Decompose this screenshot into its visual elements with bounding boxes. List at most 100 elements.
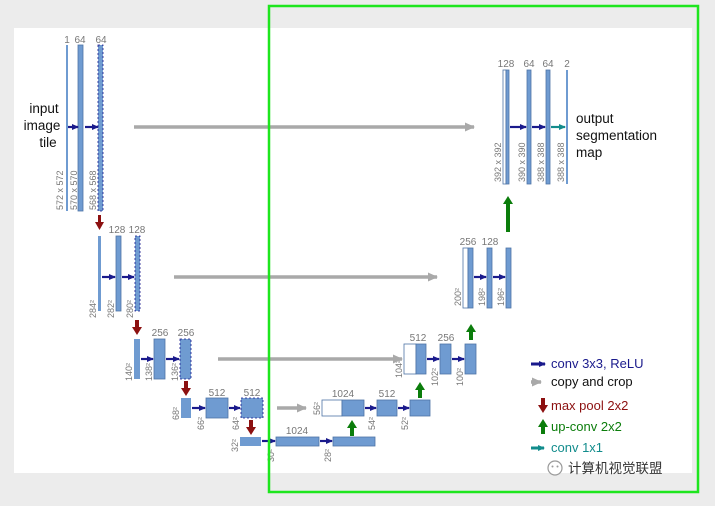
dec4-conv1-block <box>376 399 398 417</box>
bottom-pooled-bar <box>240 437 261 446</box>
dec4-size-2: 54² <box>367 417 377 430</box>
enc1-channel-1: 1 <box>64 35 70 46</box>
dec1-size-3: 388 x 388 <box>536 142 546 182</box>
enc4-pooled-bar <box>181 398 191 418</box>
enc2-conv1-block <box>115 235 122 312</box>
input-label-line3: tile <box>39 135 56 150</box>
enc1-channel-3: 64 <box>95 35 107 46</box>
pool-arrow-4 <box>246 420 256 435</box>
dec3-size-1: 104² <box>394 360 404 378</box>
dec2-copy-block <box>462 247 469 309</box>
upconv-arrow-3 <box>466 324 476 340</box>
dec4-copy-block <box>321 399 343 417</box>
dec1-channel-2: 64 <box>523 59 535 70</box>
dec2-conv1-block <box>486 247 493 309</box>
output-label-line3: map <box>576 145 602 160</box>
dec2-size-3: 196² <box>496 288 506 306</box>
dec4-size-1: 56² <box>312 402 322 415</box>
dec2-channel-2: 128 <box>482 237 499 248</box>
enc1-channel-2: 64 <box>74 35 86 46</box>
dec4-size-3: 52² <box>400 417 410 430</box>
dec1-size-2: 390 x 390 <box>517 142 527 182</box>
bottom-channel-1: 1024 <box>286 426 309 437</box>
enc2-size-3: 280² <box>125 300 135 318</box>
legend-pool-label: max pool 2x2 <box>551 398 628 413</box>
enc4-conv2-block <box>240 397 264 419</box>
enc3-conv2-block <box>179 338 192 380</box>
dec4-channel-1: 1024 <box>332 389 355 400</box>
pool-arrow-1 <box>95 215 104 230</box>
enc4-size-2: 66² <box>196 417 206 430</box>
legend-copy-label: copy and crop <box>551 374 633 389</box>
enc3-conv1-block <box>153 338 166 380</box>
output-label-line1: output <box>576 111 614 126</box>
dec1-size-1: 392 x 392 <box>493 142 503 182</box>
dec1-size-4: 388 x 388 <box>556 142 566 182</box>
input-label-line1: input <box>29 101 59 116</box>
bottom-conv1-block <box>275 436 320 447</box>
dec2-upconv-block <box>467 247 474 309</box>
pool-arrow-3 <box>181 381 191 396</box>
upconv-arrow-4 <box>503 196 513 232</box>
watermark: 计算机视觉联盟 <box>547 460 663 476</box>
enc1-size-1: 572 x 572 <box>55 170 65 210</box>
enc4-channel-2: 512 <box>244 388 261 399</box>
dec1-copy-block <box>502 69 507 185</box>
upconv-arrow-1 <box>347 420 357 436</box>
enc3-channel-2: 256 <box>178 328 195 339</box>
dec1-output-bar <box>566 70 568 184</box>
dec2-size-2: 198² <box>477 288 487 306</box>
enc3-size-1: 140² <box>124 363 134 381</box>
enc1-input-bar <box>66 45 68 211</box>
enc2-size-2: 282² <box>106 300 116 318</box>
dec3-conv1-block <box>439 343 452 375</box>
input-label-line2: image <box>24 118 61 133</box>
wechat-icon <box>547 460 563 476</box>
diagram-background <box>14 28 692 473</box>
dec1-conv2-block <box>545 69 551 185</box>
enc1-size-2: 570 x 570 <box>69 170 79 210</box>
legend-upconv-label: up-conv 2x2 <box>551 419 622 434</box>
dec1-channel-3: 64 <box>542 59 554 70</box>
legend-pool-icon <box>538 398 548 413</box>
output-label-line2: segmentation <box>576 128 657 143</box>
bottom-size-3: 28² <box>323 449 333 462</box>
enc2-channel-1: 128 <box>109 225 126 236</box>
enc2-conv2-block <box>134 235 141 312</box>
enc3-size-2: 138² <box>144 363 154 381</box>
highlight-box <box>267 4 700 494</box>
dec3-size-3: 100² <box>455 368 465 386</box>
enc2-channel-2: 128 <box>129 225 146 236</box>
watermark-text: 计算机视觉联盟 <box>568 461 663 476</box>
enc1-conv2-block <box>97 44 104 212</box>
dec3-channel-1: 512 <box>410 333 427 344</box>
dec3-upconv-block <box>415 343 427 375</box>
enc3-channel-1: 256 <box>152 328 169 339</box>
dec3-size-2: 102² <box>430 368 440 386</box>
enc4-channel-1: 512 <box>209 388 226 399</box>
enc2-pooled-bar <box>98 236 101 311</box>
legend-conv1x1-label: conv 1x1 <box>551 440 603 455</box>
bottom-conv2-block <box>332 436 376 447</box>
enc1-size-3: 568 x 568 <box>88 170 98 210</box>
enc3-size-3: 136² <box>170 363 180 381</box>
dec2-conv2-block <box>505 247 512 309</box>
dec1-conv1-block <box>526 69 532 185</box>
dec1-channel-1: 128 <box>498 59 515 70</box>
dec2-channel-1: 256 <box>460 237 477 248</box>
dec4-conv2-block <box>409 399 431 417</box>
dec4-channel-2: 512 <box>379 389 396 400</box>
enc4-size-3: 64² <box>231 417 241 430</box>
dec2-size-1: 200² <box>453 288 463 306</box>
dec3-channel-2: 256 <box>438 333 455 344</box>
dec3-conv2-block <box>464 343 477 375</box>
upconv-arrow-2 <box>415 382 425 398</box>
enc3-pooled-bar <box>134 339 140 379</box>
dec1-upconv-block <box>505 69 510 185</box>
pool-arrow-2 <box>132 320 142 335</box>
legend-upconv-icon <box>538 419 548 434</box>
enc2-size-1: 284² <box>88 300 98 318</box>
enc4-size-1: 68² <box>171 407 181 420</box>
